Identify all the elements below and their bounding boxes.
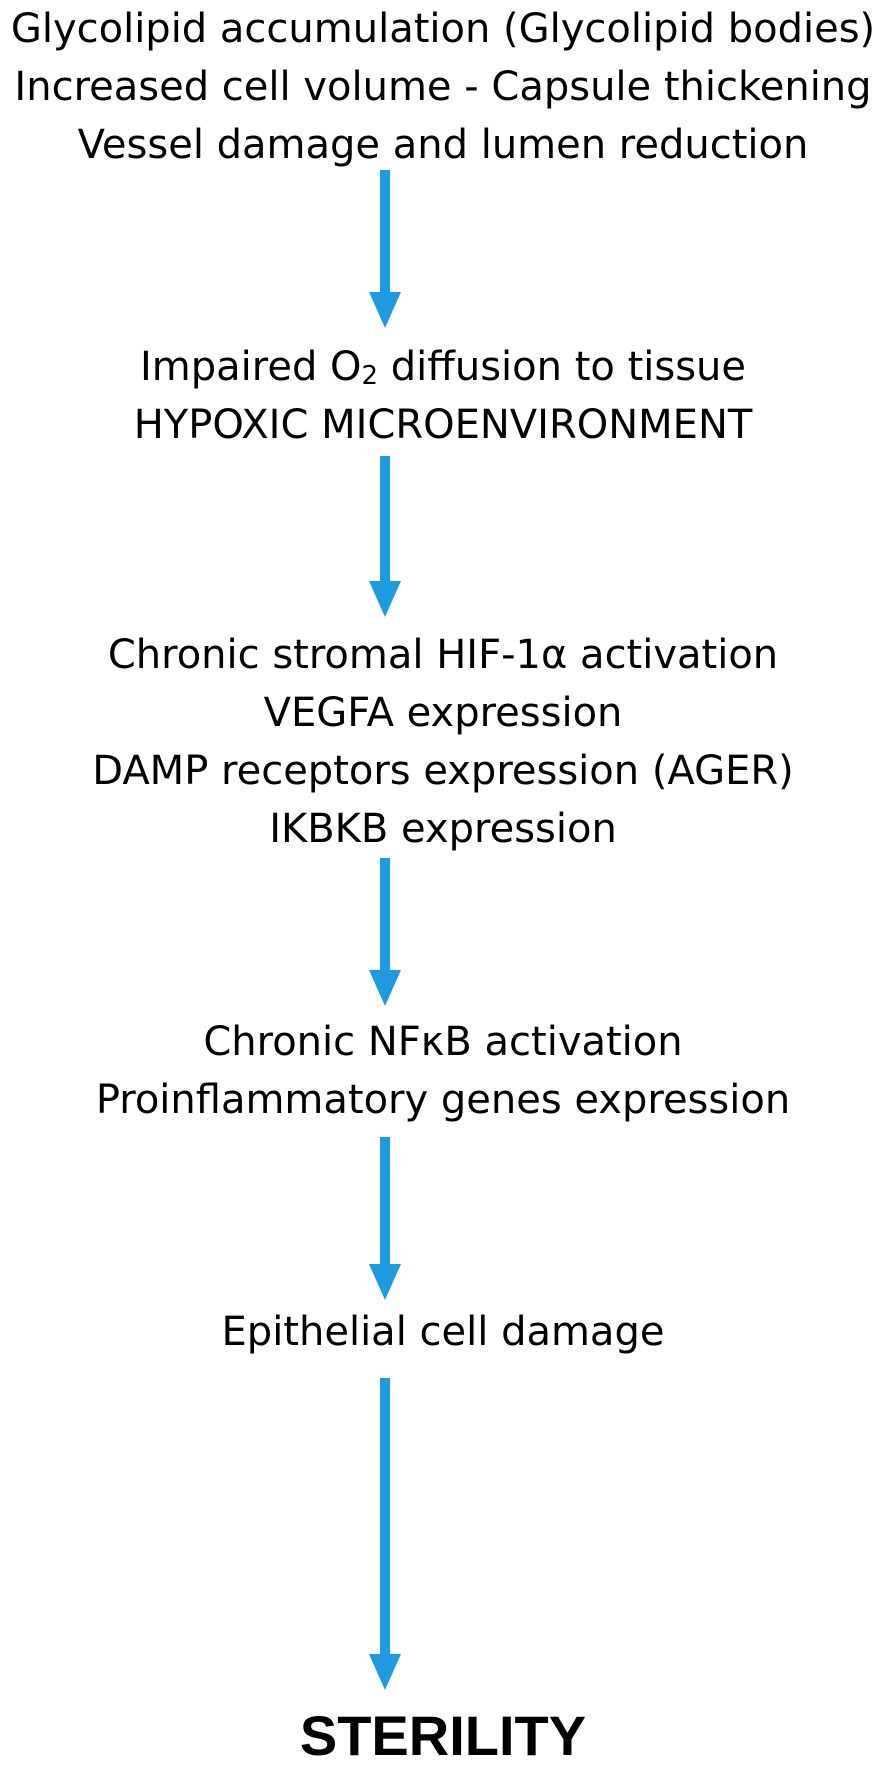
arrow-3-icon	[369, 858, 401, 1006]
step-text-line: Proinflammatory genes expression	[95, 1077, 791, 1123]
step-text-line: DAMP receptors expression (AGER)	[92, 748, 794, 794]
arrow-1-icon	[369, 170, 401, 328]
step-epithelial-damage: Epithelial cell damage	[0, 1303, 886, 1361]
step-hif1a-activation: Chronic stromal HIF-1α activation VEGFA …	[0, 626, 886, 858]
step-text-line: Impaired O2 diffusion to tissue	[0, 338, 886, 396]
step-nfkb-activation: Chronic NFκB activation Proinflammatory …	[0, 1013, 886, 1129]
step-text-line: Chronic stromal HIF-1α activation	[107, 632, 779, 678]
step-impaired-o2-diffusion: Impaired O2 diffusion to tissue HYPOXIC …	[0, 338, 886, 454]
step-text-line: Glycolipid accumulation (Glycolipid bodi…	[10, 6, 876, 52]
step-text-line: Vessel damage and lumen reduction	[77, 122, 809, 168]
step-text-line: Increased cell volume - Capsule thickeni…	[14, 64, 872, 110]
arrow-2-icon	[369, 456, 401, 617]
step-text-line: IKBKB expression	[269, 806, 617, 852]
step-glycolipid-accumulation: Glycolipid accumulation (Glycolipid bodi…	[0, 0, 886, 174]
arrow-5-icon	[369, 1378, 401, 1690]
o2-suffix: diffusion to tissue	[378, 344, 747, 390]
outcome-label: STERILITY	[299, 1704, 587, 1767]
step-text-line: Epithelial cell damage	[221, 1309, 665, 1355]
step-text-line: HYPOXIC MICROENVIRONMENT	[133, 402, 753, 448]
o2-subscript: 2	[361, 361, 379, 391]
o2-prefix: Impaired O	[139, 344, 362, 390]
step-text-line: VEGFA expression	[263, 690, 623, 736]
step-text-line: Chronic NFκB activation	[203, 1019, 683, 1065]
outcome-sterility: STERILITY	[0, 1704, 886, 1768]
arrow-4-icon	[369, 1137, 401, 1300]
